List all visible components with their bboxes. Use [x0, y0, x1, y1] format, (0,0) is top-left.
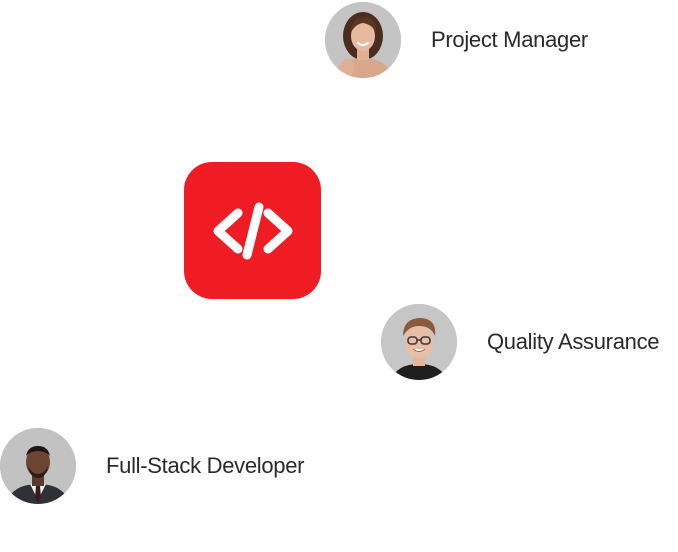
- team-member-quality-assurance: Quality Assurance: [381, 304, 660, 380]
- full-stack-developer-avatar: [0, 428, 76, 504]
- code-logo-tile: [184, 162, 321, 299]
- team-member-role: Full-Stack Developer: [106, 453, 305, 478]
- quality-assurance-avatar: [381, 304, 457, 380]
- project-manager-avatar: [325, 2, 401, 78]
- code-brackets-icon: [213, 202, 292, 259]
- team-member-full-stack-developer: Full-Stack Developer: [0, 428, 305, 504]
- team-member-role: Quality Assurance: [487, 329, 660, 354]
- team-member-project-manager: Project Manager: [325, 2, 588, 78]
- team-member-role: Project Manager: [431, 27, 588, 52]
